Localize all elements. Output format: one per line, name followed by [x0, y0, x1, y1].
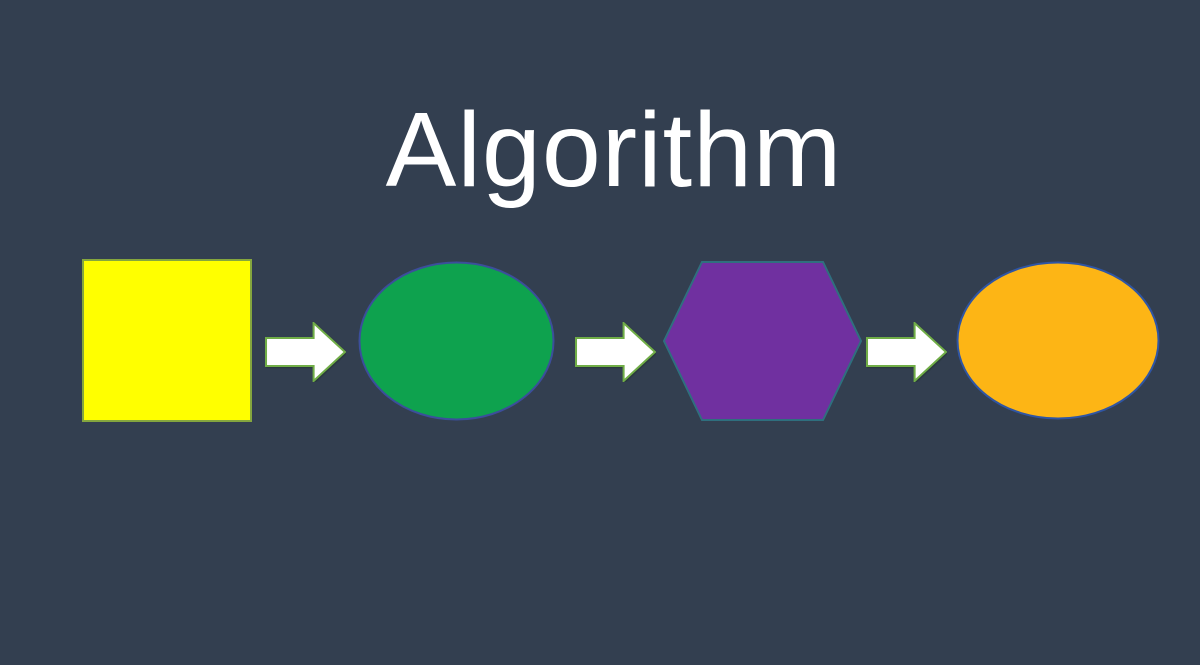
- right-arrow-icon: [265, 322, 346, 382]
- ellipse-shape: [358, 261, 555, 421]
- flow-step-ellipse-orange: [956, 261, 1160, 420]
- right-arrow-glyph: [866, 322, 947, 382]
- right-arrow-glyph: [575, 322, 656, 382]
- right-arrow-glyph: [265, 322, 346, 382]
- hexagon-shape: [663, 261, 862, 421]
- diagram-title: Algorithm: [385, 91, 843, 209]
- ellipse-shape: [956, 261, 1160, 420]
- right-arrow-icon: [866, 322, 947, 382]
- right-arrow-icon: [575, 322, 656, 382]
- flow-step-hexagon: [663, 261, 862, 421]
- flow-step-ellipse-green: [358, 261, 555, 421]
- square-shape: [82, 259, 252, 422]
- flow-step-square: [82, 259, 252, 422]
